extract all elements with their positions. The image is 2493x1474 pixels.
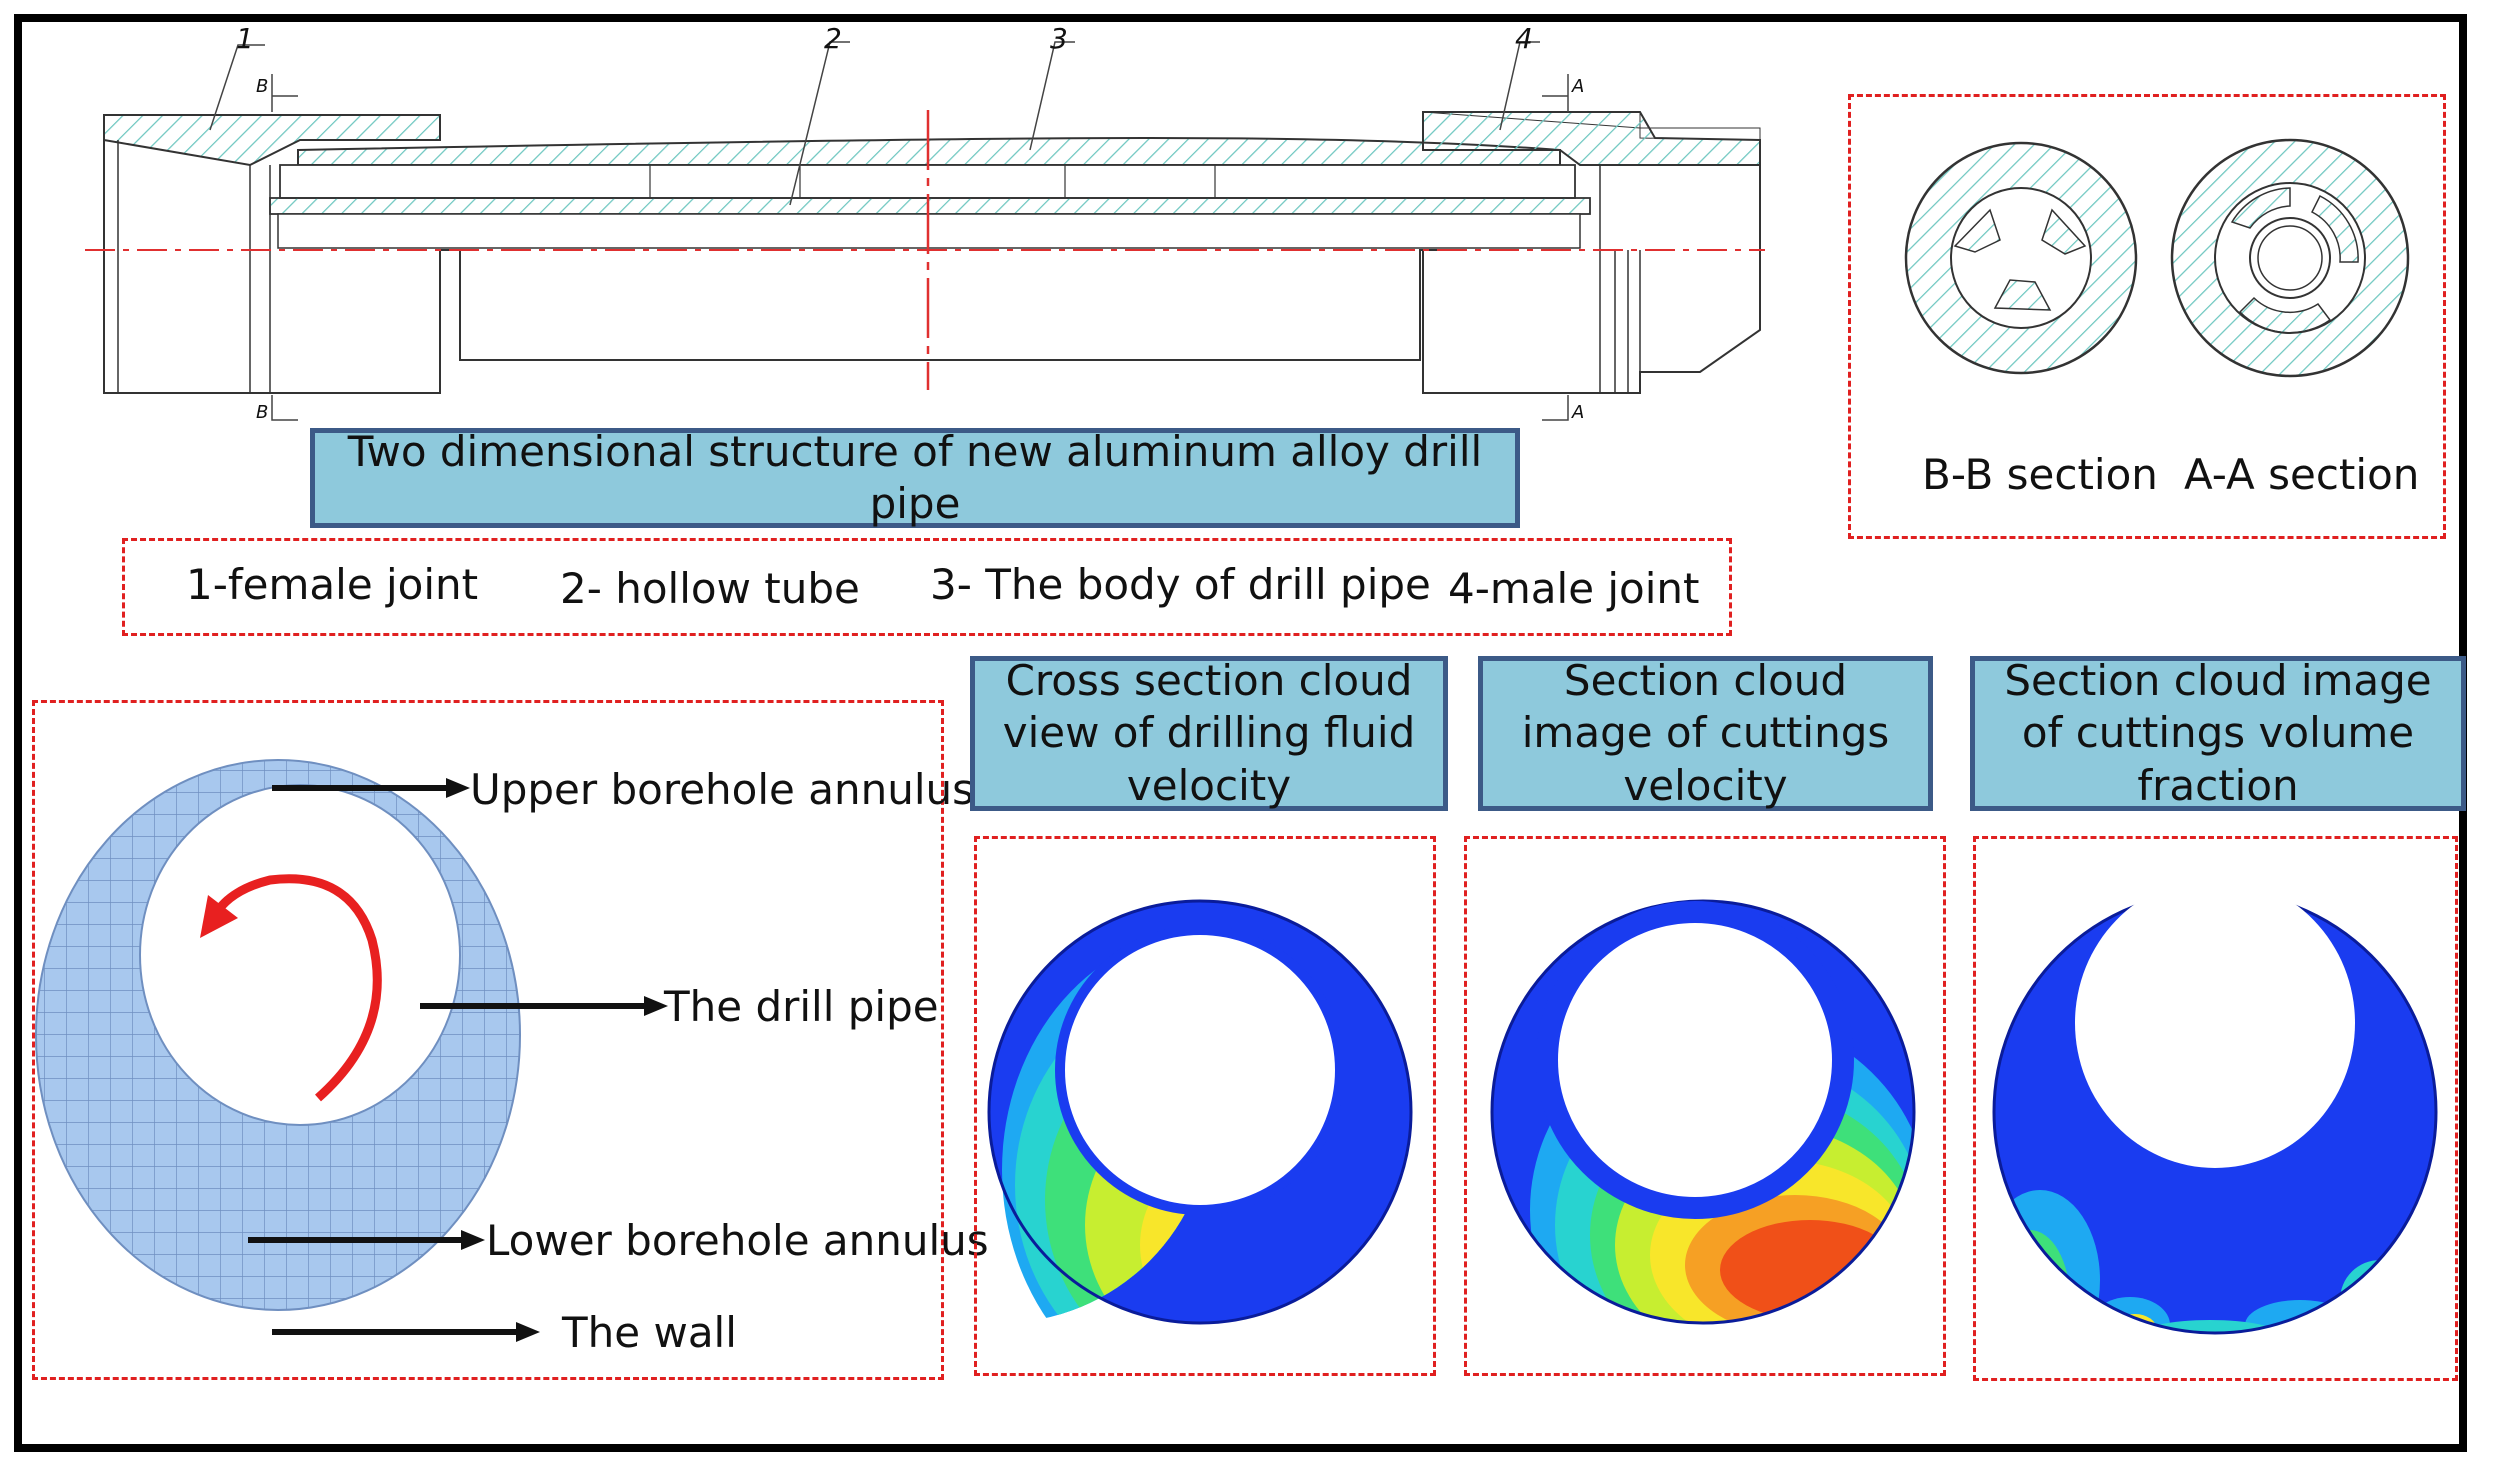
male-joint: [1422, 111, 1761, 394]
sections-box: [1848, 94, 2446, 539]
section-mark-a-top: A: [1572, 76, 1585, 97]
cuttings-fraction-title: Section cloud image of cuttings volume f…: [1970, 656, 2466, 811]
rotation-arrow: [211, 874, 382, 1102]
bb-section-drawing: [1904, 141, 2138, 375]
legend-hollow-tube: 2- hollow tube: [560, 564, 860, 613]
section-mark-b-bottom: B: [256, 402, 269, 423]
annulus-mesh: [34, 759, 522, 1311]
wall-label: The wall: [562, 1308, 737, 1357]
fluid-velocity-contour: [987, 899, 1413, 1325]
section-mark-a-bottom: A: [1572, 402, 1585, 423]
cuttings-velocity-frame: [1464, 836, 1946, 1376]
callout-leaders: [209, 41, 1569, 421]
callout-1: 1: [236, 22, 254, 55]
cuttings-fraction-frame: [1973, 836, 2458, 1381]
legend-male-joint: 4-male joint: [1448, 564, 1700, 613]
structure-title: Two dimensional structure of new aluminu…: [310, 427, 1520, 528]
drill-pipe-body: [269, 136, 1591, 393]
section-mark-b-top: B: [256, 76, 269, 97]
fluid-velocity-frame: [974, 836, 1436, 1376]
bb-section-label: B-B section: [1922, 450, 2158, 499]
fluid-velocity-title: Cross section cloud view of drilling flu…: [970, 656, 1448, 811]
aa-section-label: A-A section: [2184, 450, 2420, 499]
upper-annulus-label: Upper borehole annulus: [470, 765, 974, 814]
aa-section-drawing: [2170, 138, 2410, 378]
legend-female-joint: 1-female joint: [186, 560, 479, 609]
rotation-arrowhead: [200, 895, 238, 938]
legend-box: [122, 538, 1732, 636]
annulus-box: [32, 700, 944, 1380]
cuttings-velocity-title: Section cloud image of cuttings velocity: [1478, 656, 1933, 811]
callout-4: 4: [1515, 22, 1533, 55]
callout-2: 2: [824, 22, 842, 55]
annulus-pointers: [248, 778, 668, 1342]
drill-pipe-label: The drill pipe: [664, 982, 939, 1031]
legend-drill-pipe-body: 3- The body of drill pipe: [930, 560, 1431, 609]
callout-3: 3: [1050, 22, 1068, 55]
lower-annulus-label: Lower borehole annulus: [486, 1216, 989, 1265]
